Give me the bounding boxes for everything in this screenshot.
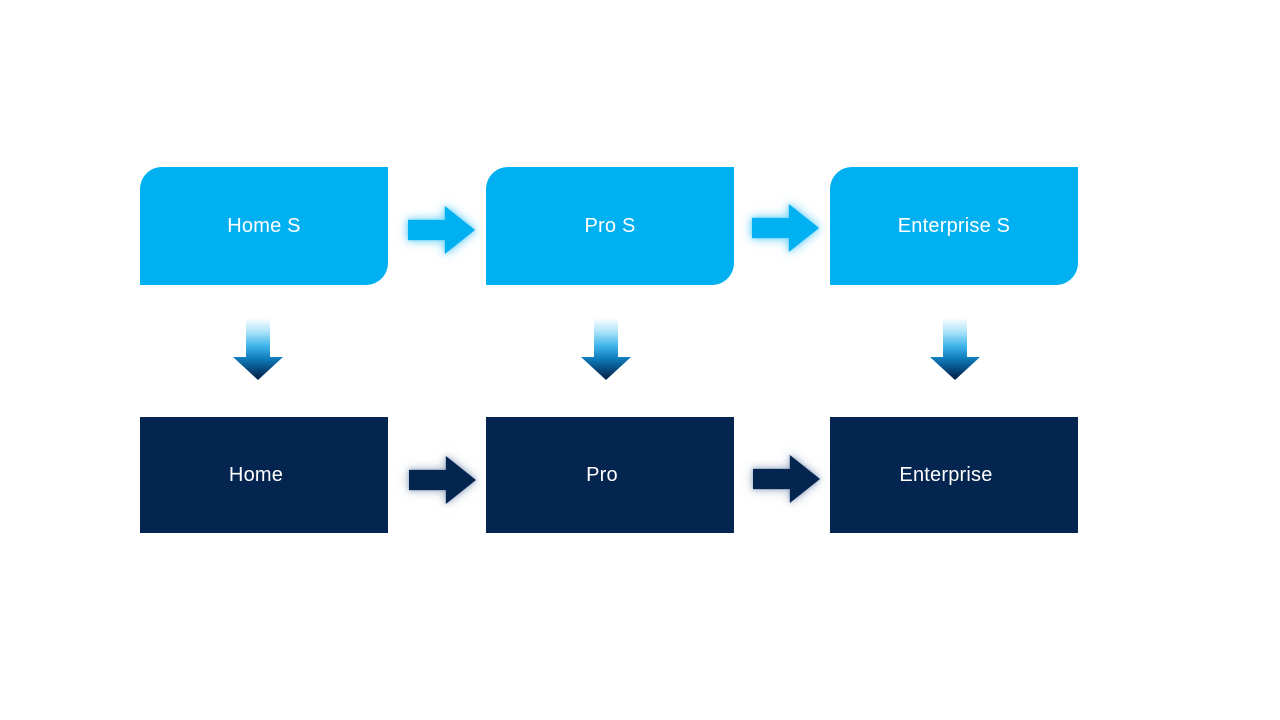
right-arrow-shape	[752, 204, 819, 252]
box-enterprise-s: Enterprise S	[830, 167, 1078, 285]
right-arrow-icon	[409, 456, 476, 504]
right-arrow-shape	[408, 206, 475, 254]
box-pro: Pro	[486, 417, 734, 533]
box-home-s-label: Home S	[227, 214, 301, 237]
down-arrow-icon	[930, 318, 980, 380]
box-enterprise-s-label: Enterprise S	[897, 214, 1011, 237]
right-arrow-shape	[753, 455, 820, 503]
box-pro-label: Pro	[586, 463, 618, 486]
right-arrow-icon	[753, 455, 820, 503]
down-arrow-icon	[233, 318, 283, 380]
down-arrow-shape	[233, 318, 283, 380]
down-arrow-icon	[581, 318, 631, 380]
right-arrow-icon	[752, 204, 819, 252]
down-arrow-shape	[581, 318, 631, 380]
box-home-s: Home S	[140, 167, 388, 285]
box-enterprise-label: Enterprise	[899, 463, 993, 486]
down-arrow-shape	[930, 318, 980, 380]
box-enterprise: Enterprise	[830, 417, 1078, 533]
right-arrow-shape	[409, 456, 476, 504]
box-pro-s-label: Pro S	[584, 214, 636, 237]
box-pro-s: Pro S	[486, 167, 734, 285]
box-home: Home	[140, 417, 388, 533]
right-arrow-icon	[408, 206, 475, 254]
box-home-label: Home	[228, 463, 284, 486]
